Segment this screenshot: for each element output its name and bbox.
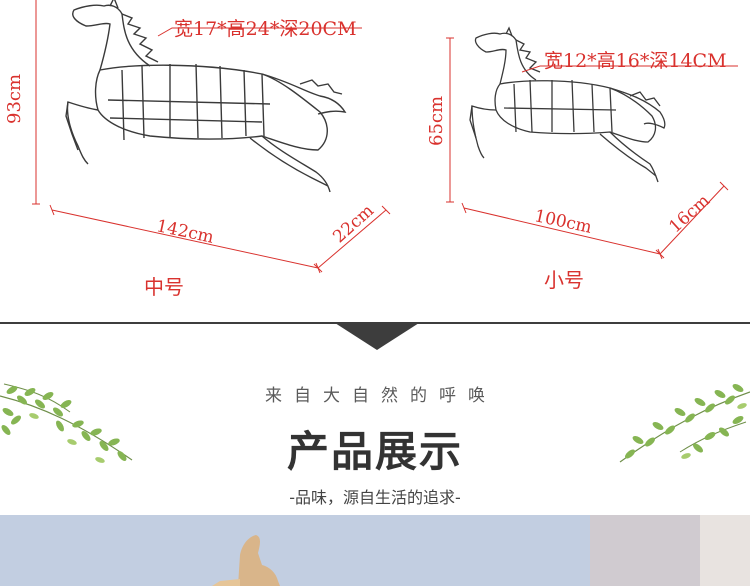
medium-dimension-lines [32, 0, 391, 274]
section-title: 产品展示 [286, 427, 463, 476]
section-subtitle: -品味，源自生活的追求- [289, 488, 461, 507]
product-photo-scene [0, 515, 750, 586]
small-dimension-lines [446, 37, 738, 260]
divider-arrow-icon [335, 323, 419, 350]
product-photo [0, 515, 750, 586]
small-shelf-spec: 宽12*高16*深14CM [544, 50, 727, 72]
right-leaf-branch-icon [619, 384, 750, 463]
left-leaf-branch-icon [0, 383, 133, 463]
medium-height-label: 93cm [4, 73, 25, 124]
medium-horse-illustration [65, 0, 347, 193]
size-diagram [32, 0, 738, 274]
small-height-label: 65cm [426, 95, 447, 146]
medium-size-name: 中号 [144, 275, 184, 299]
section-tagline: 来自大自然的呼唤 [265, 386, 497, 406]
medium-shelf-spec: 宽17*高24*深20CM [174, 18, 357, 40]
small-size-name: 小号 [544, 268, 584, 292]
small-horse-illustration [469, 26, 666, 183]
